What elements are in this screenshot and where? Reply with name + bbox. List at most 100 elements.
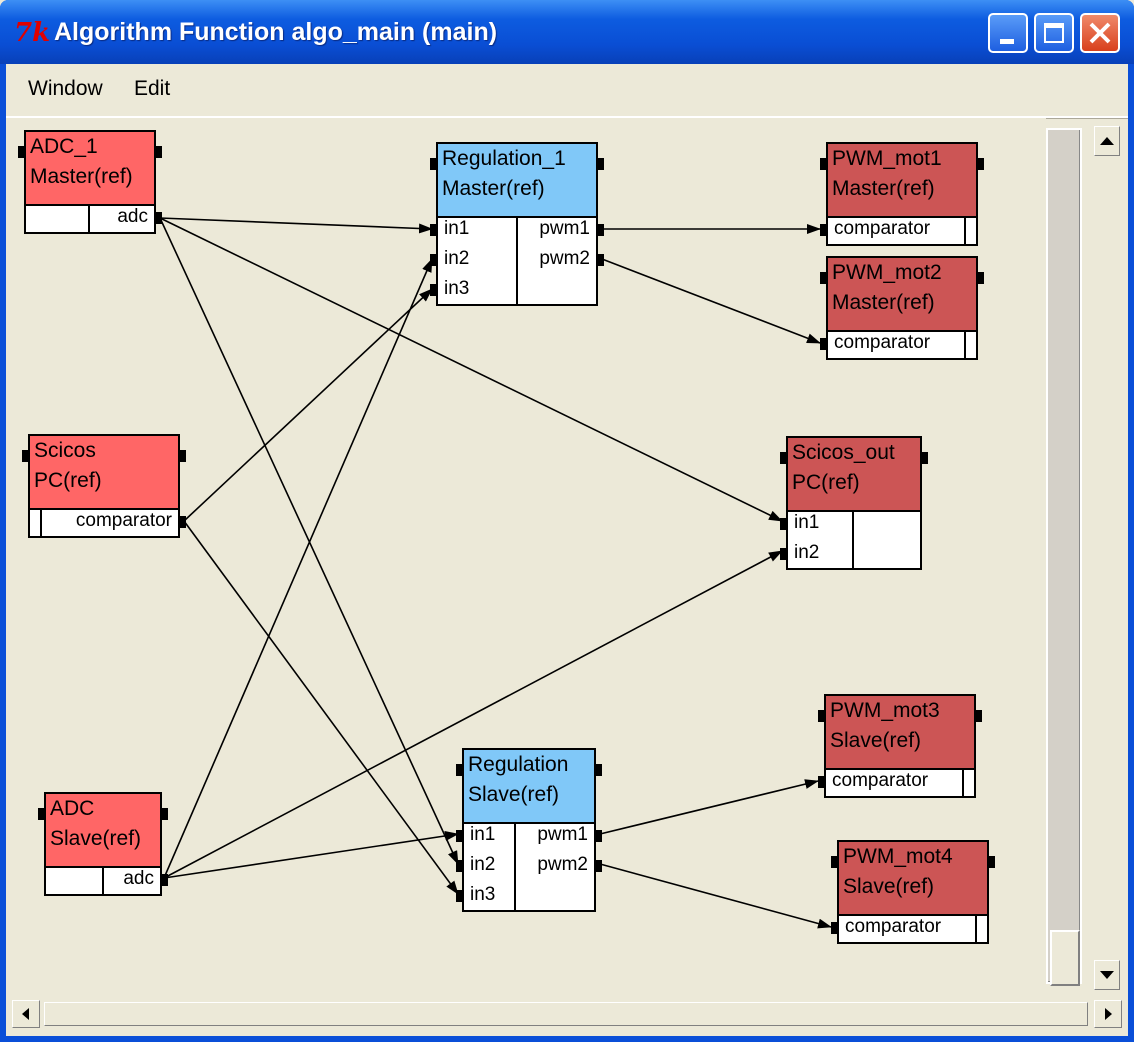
diagram-canvas[interactable]: ADC_1 Master(ref) adc Scicos PC(ref) com… bbox=[6, 118, 1046, 998]
block-header: Regulation_1 Master(ref) bbox=[438, 144, 596, 218]
port-top-right[interactable] bbox=[976, 710, 982, 722]
block-pwm-mot4[interactable]: PWM_mot4 Slave(ref) comparator bbox=[831, 840, 995, 944]
arrow-up-icon bbox=[1100, 137, 1114, 145]
wire-reg1-pwm2[interactable] bbox=[601, 258, 821, 344]
wire-scicos-reg1-in3[interactable] bbox=[183, 288, 433, 522]
port-top-left[interactable] bbox=[18, 146, 24, 158]
port-top-right[interactable] bbox=[156, 146, 162, 158]
port-in1[interactable] bbox=[430, 224, 436, 236]
port-in1[interactable] bbox=[780, 518, 786, 530]
block-subtitle: Master(ref) bbox=[832, 291, 935, 314]
menu-window[interactable]: Window bbox=[28, 77, 103, 100]
block-pwm-mot1[interactable]: PWM_mot1 Master(ref) comparator bbox=[820, 142, 984, 246]
port-top-right[interactable] bbox=[162, 808, 168, 820]
port-divider bbox=[852, 512, 854, 568]
port-top-left[interactable] bbox=[22, 450, 28, 462]
port-top-left[interactable] bbox=[780, 452, 786, 464]
wire-adcslave-scicosout-in2[interactable] bbox=[163, 550, 783, 879]
scroll-down-button[interactable] bbox=[1094, 960, 1120, 990]
block-header: PWM_mot3 Slave(ref) bbox=[826, 696, 974, 770]
wire-adcslave-reg1-in2[interactable] bbox=[163, 258, 433, 879]
block-pwm-mot2[interactable]: PWM_mot2 Master(ref) comparator bbox=[820, 256, 984, 360]
title-bar[interactable]: 7k Algorithm Function algo_main (main) bbox=[0, 0, 1134, 64]
block-header: Scicos PC(ref) bbox=[30, 436, 178, 510]
port-top-right[interactable] bbox=[596, 764, 602, 776]
wire-adc1-scicosout-in1[interactable] bbox=[159, 217, 783, 522]
port-divider bbox=[962, 770, 964, 796]
port-comparator-out[interactable] bbox=[180, 516, 186, 528]
port-comparator-in[interactable] bbox=[820, 224, 826, 236]
wire-adc1-regslave-in2[interactable] bbox=[159, 217, 459, 865]
port-top-right[interactable] bbox=[598, 158, 604, 170]
wire-adcslave-regslave-in1[interactable] bbox=[163, 830, 459, 879]
port-label-comparator: comparator bbox=[834, 332, 931, 353]
port-pwm1-out[interactable] bbox=[598, 224, 604, 236]
port-in3[interactable] bbox=[456, 890, 462, 902]
port-pwm1-out[interactable] bbox=[596, 830, 602, 842]
port-label-comparator: comparator bbox=[75, 510, 172, 531]
port-top-left[interactable] bbox=[820, 272, 826, 284]
close-button[interactable] bbox=[1080, 13, 1120, 53]
port-comparator-in[interactable] bbox=[820, 338, 826, 350]
scroll-left-button[interactable] bbox=[12, 1000, 40, 1028]
block-regulation1-master[interactable]: Regulation_1 Master(ref) in1 in2 in3 pwm… bbox=[430, 142, 604, 306]
block-title: Scicos bbox=[34, 439, 96, 462]
port-pwm2-out[interactable] bbox=[596, 860, 602, 872]
block-pwm-mot3[interactable]: PWM_mot3 Slave(ref) comparator bbox=[818, 694, 982, 798]
window-title: Algorithm Function algo_main (main) bbox=[54, 18, 498, 46]
block-scicos-out-pc[interactable]: Scicos_out PC(ref) in1 in2 bbox=[780, 436, 928, 570]
vertical-scroll-thumb[interactable] bbox=[1050, 930, 1080, 986]
block-header: Regulation Slave(ref) bbox=[464, 750, 594, 824]
port-top-right[interactable] bbox=[978, 158, 984, 170]
port-top-right[interactable] bbox=[180, 450, 186, 462]
wire-regslave-pwm4[interactable] bbox=[599, 863, 832, 929]
port-in2[interactable] bbox=[456, 860, 462, 872]
block-header: PWM_mot4 Slave(ref) bbox=[839, 842, 987, 916]
wire-adc1-reg1-in1[interactable] bbox=[159, 217, 433, 234]
port-label-pwm1: pwm1 bbox=[537, 824, 588, 845]
vertical-scrollbar[interactable] bbox=[1046, 118, 1122, 998]
port-top-right[interactable] bbox=[922, 452, 928, 464]
port-comparator-in[interactable] bbox=[818, 776, 824, 788]
wire-regslave-pwm3[interactable] bbox=[599, 779, 819, 835]
horizontal-scroll-track[interactable] bbox=[44, 1002, 1088, 1026]
arrow-down-icon bbox=[1100, 971, 1114, 979]
block-adc-slave[interactable]: ADC Slave(ref) adc bbox=[38, 792, 168, 896]
port-label-in3: in3 bbox=[444, 278, 470, 299]
port-top-left[interactable] bbox=[38, 808, 44, 820]
wire-scicos-regslave-in3[interactable] bbox=[183, 520, 459, 895]
port-adc-out[interactable] bbox=[156, 212, 162, 224]
block-scicos-pc[interactable]: Scicos PC(ref) comparator bbox=[22, 434, 186, 538]
port-in3[interactable] bbox=[430, 284, 436, 296]
port-in2[interactable] bbox=[430, 254, 436, 266]
port-adc-out[interactable] bbox=[162, 874, 168, 886]
horizontal-scrollbar[interactable] bbox=[6, 998, 1128, 1030]
port-top-right[interactable] bbox=[989, 856, 995, 868]
port-top-left[interactable] bbox=[831, 856, 837, 868]
port-label-in1: in1 bbox=[470, 824, 496, 845]
maximize-button[interactable] bbox=[1034, 13, 1074, 53]
scroll-right-button[interactable] bbox=[1094, 1000, 1122, 1028]
minimize-button[interactable] bbox=[988, 13, 1028, 53]
port-label-comparator: comparator bbox=[832, 770, 929, 791]
tk-logo-icon: 7k bbox=[14, 18, 51, 48]
scroll-up-button[interactable] bbox=[1094, 126, 1120, 156]
port-top-left[interactable] bbox=[818, 710, 824, 722]
menu-edit[interactable]: Edit bbox=[134, 77, 171, 100]
block-regulation-slave[interactable]: Regulation Slave(ref) in1 in2 in3 pwm1 p… bbox=[456, 748, 602, 912]
port-top-right[interactable] bbox=[978, 272, 984, 284]
port-label-comparator: comparator bbox=[834, 218, 931, 239]
port-top-left[interactable] bbox=[430, 158, 436, 170]
port-in1[interactable] bbox=[456, 830, 462, 842]
port-pwm2-out[interactable] bbox=[598, 254, 604, 266]
port-top-left[interactable] bbox=[820, 158, 826, 170]
block-subtitle: Slave(ref) bbox=[50, 827, 142, 850]
vertical-scroll-track[interactable] bbox=[1046, 128, 1082, 986]
port-in2[interactable] bbox=[780, 548, 786, 560]
client-area: Window Edit bbox=[6, 64, 1128, 1036]
port-top-left[interactable] bbox=[456, 764, 462, 776]
block-title: ADC_1 bbox=[30, 135, 98, 158]
port-comparator-in[interactable] bbox=[831, 922, 837, 934]
block-adc1-master[interactable]: ADC_1 Master(ref) adc bbox=[18, 130, 162, 234]
